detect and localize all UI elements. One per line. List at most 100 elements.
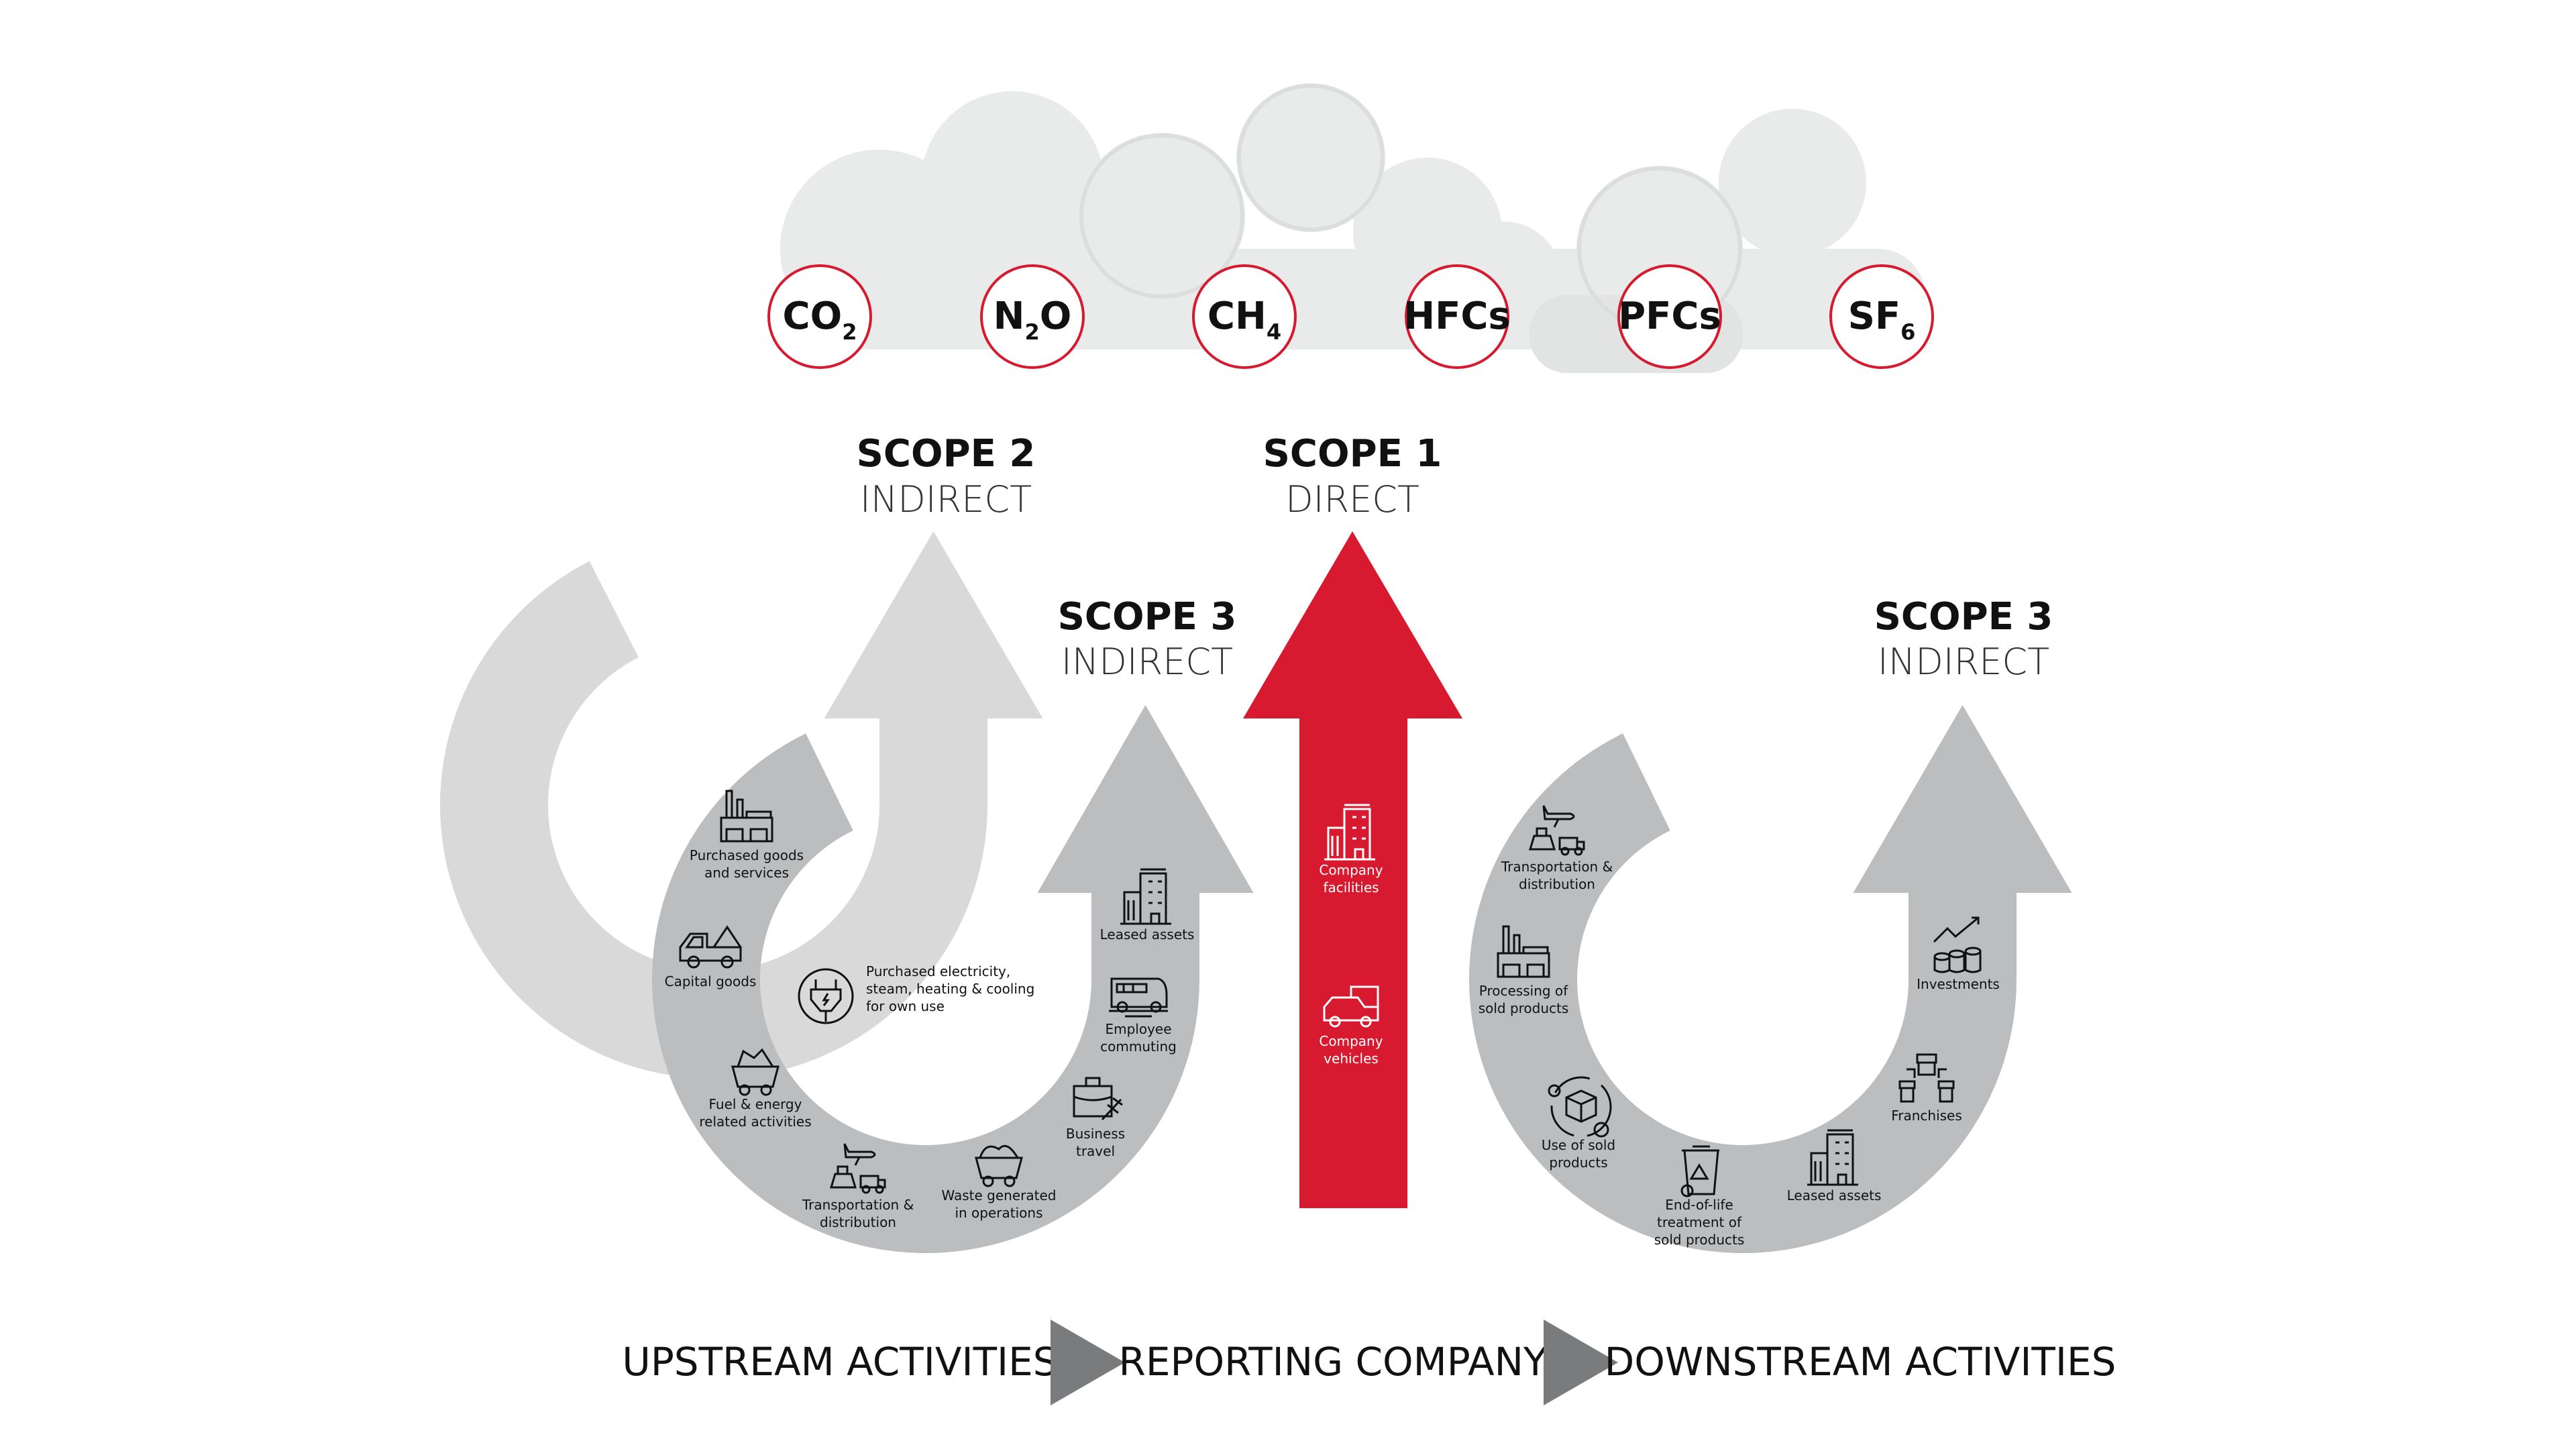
activity-label-line: travel <box>1076 1143 1115 1159</box>
activity-label-line: vehicles <box>1324 1051 1379 1067</box>
activity-downstream: Franchises <box>1891 1053 1962 1124</box>
scope-3-upstream-heading: SCOPE 3 INDIRECT <box>1058 595 1237 683</box>
box-cycle-icon <box>1548 1076 1612 1138</box>
activity-label: Purchased goods and services <box>690 847 804 881</box>
activity-label-line: Business <box>1066 1126 1125 1142</box>
activity-label-line: for own use <box>866 998 945 1014</box>
activity-upstream: Purchased goods and services <box>690 790 804 881</box>
activity-label-line: products <box>1549 1155 1607 1171</box>
activity-label-line: Company <box>1319 862 1383 878</box>
scope-3-upstream-type: INDIRECT <box>1061 641 1233 683</box>
activity-label-line: sold products <box>1654 1232 1745 1248</box>
clouds <box>780 83 1925 373</box>
activity-label-line: related activities <box>699 1114 811 1130</box>
activity-label: Transportation &distribution <box>1501 859 1613 892</box>
activity-label-line: sold products <box>1479 1000 1569 1016</box>
activity-label-line: Company <box>1319 1033 1383 1049</box>
scope-3-downstream-title: SCOPE 3 <box>1874 595 2053 639</box>
activity-upstream: Leased assets <box>1100 868 1195 943</box>
activity-label: Leased assets <box>1100 926 1195 943</box>
activity-label-line: Purchased goods <box>690 847 804 863</box>
activity-label-line: Purchased electricity, <box>866 963 1010 979</box>
activity-label-line: Employee <box>1105 1021 1171 1037</box>
gas-formula: HFCs <box>1403 294 1511 338</box>
activity-company: Company vehicles <box>1319 985 1383 1067</box>
scope-1-type: DIRECT <box>1285 478 1419 521</box>
activity-label-line: Capital goods <box>665 973 757 989</box>
gas-circle <box>1617 264 1722 369</box>
activity-label: Franchises <box>1891 1108 1962 1124</box>
activity-label-line: and services <box>704 865 789 881</box>
activity-label-line: facilities <box>1323 879 1379 896</box>
activity-label-line: treatment of <box>1657 1214 1742 1230</box>
gas-label: CO2 <box>783 294 857 345</box>
scope-3-downstream-arrow <box>1469 705 2072 1254</box>
upstream-activities-label: UPSTREAM ACTIVITIES <box>622 1339 1057 1385</box>
flow-arrow-icon <box>1051 1320 1125 1405</box>
gas-formula: PFCs <box>1618 294 1721 338</box>
scope-1-title: SCOPE 1 <box>1263 432 1442 476</box>
plug-icon <box>798 968 854 1024</box>
activity-label-line: Investments <box>1917 976 2000 992</box>
gas-circle <box>767 264 872 369</box>
gas-subscript: 2 <box>1025 319 1040 345</box>
recycle-bin-icon <box>1680 1145 1719 1197</box>
gas-label: N2O <box>994 294 1072 345</box>
scope-1-heading: SCOPE 1 DIRECT <box>1263 432 1442 521</box>
gas-badge: N2O <box>980 264 1085 369</box>
gas-label: CH4 <box>1208 294 1281 345</box>
plane-ship-truck-icon <box>1528 805 1585 856</box>
activity-label-line: commuting <box>1100 1038 1177 1055</box>
scope-2-arrow <box>440 531 1043 1079</box>
gas-formula-tail: O <box>1040 294 1072 338</box>
scope-2-type: INDIRECT <box>860 478 1032 521</box>
activity-label: Company vehicles <box>1319 1033 1383 1067</box>
scope-1-arrow <box>1243 531 1462 1208</box>
activity-label-line: steam, heating & cooling <box>866 981 1034 997</box>
gas-formula: SF <box>1848 294 1901 338</box>
activity-upstream: Transportation &distribution <box>802 1143 914 1230</box>
activity-downstream: Transportation &distribution <box>1501 805 1613 892</box>
truck-icon <box>679 925 742 969</box>
waste-cart-icon <box>975 1144 1023 1187</box>
greenhouse-gases: CO2 N2O CH4 HFCs PFCs SF6 <box>767 264 1934 369</box>
activity-label-line: Leased assets <box>1787 1187 1882 1203</box>
activity-label-line: Processing of <box>1479 983 1568 999</box>
gas-label: HFCs <box>1403 294 1511 338</box>
scope-3-downstream-type: INDIRECT <box>1878 641 2049 683</box>
scope-2-heading: SCOPE 2 INDIRECT <box>857 432 1036 521</box>
activity-downstream: Leased assets <box>1787 1129 1882 1203</box>
cloud-outline <box>1237 84 1385 231</box>
gas-subscript: 4 <box>1267 319 1281 345</box>
factory-icon <box>720 790 773 843</box>
gas-circle <box>1829 264 1934 369</box>
car-truck-icon <box>1323 985 1379 1028</box>
gas-label: SF6 <box>1848 294 1916 345</box>
value-chain-flow: UPSTREAM ACTIVITIES REPORTING COMPANY DO… <box>622 1320 2116 1405</box>
activity-label: Transportation &distribution <box>802 1197 914 1230</box>
activity-label-line: in operations <box>955 1205 1042 1221</box>
coins-chart-icon <box>1933 916 1982 973</box>
reporting-company-label: REPORTING COMPANY <box>1119 1339 1548 1385</box>
activity-label: Capital goods <box>665 973 757 989</box>
activity-label-line: distribution <box>1519 876 1595 892</box>
downstream-activities-label: DOWNSTREAM ACTIVITIES <box>1605 1339 2116 1385</box>
gas-label: PFCs <box>1618 294 1721 338</box>
activity-label-line: Transportation & <box>1501 859 1613 875</box>
activity-label: Investments <box>1917 976 2000 992</box>
plane-ship-truck-icon <box>829 1143 886 1194</box>
flow-arrow-icon <box>1544 1320 1618 1405</box>
gas-circle <box>1192 264 1297 369</box>
